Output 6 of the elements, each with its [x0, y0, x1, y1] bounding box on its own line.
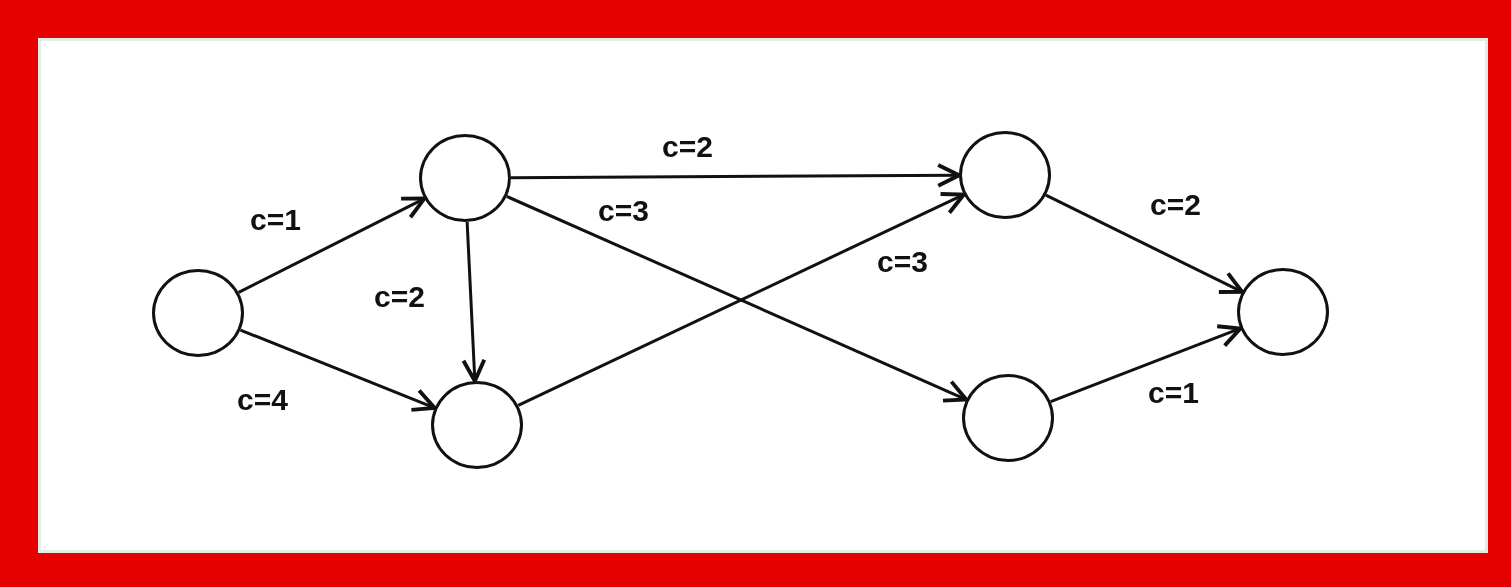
arrow: [239, 328, 437, 412]
arrow: [1045, 193, 1245, 294]
arrow: [238, 196, 427, 294]
arrow: [1050, 324, 1243, 403]
arrow: [511, 163, 961, 188]
arrow: [461, 221, 487, 383]
